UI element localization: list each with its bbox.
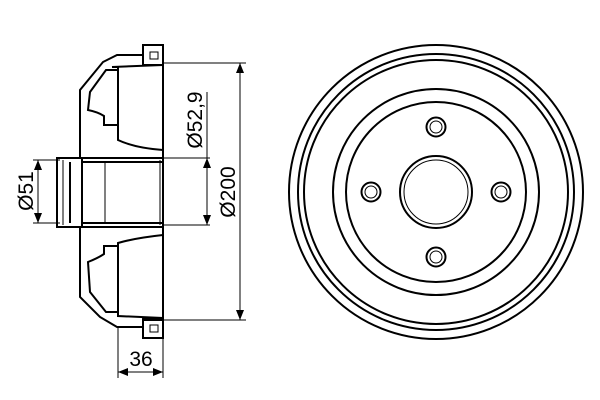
upper-section bbox=[79, 54, 164, 159]
dimension-label-ø51: Ø51 bbox=[15, 171, 38, 211]
hub-face-circle bbox=[345, 101, 527, 283]
front-view bbox=[288, 44, 584, 340]
rim-circle-3 bbox=[303, 59, 569, 325]
dimension-ø52-9: Ø52,9 bbox=[163, 91, 211, 226]
upper-flange bbox=[142, 44, 164, 66]
drum-face-circle bbox=[332, 88, 540, 296]
section-view bbox=[56, 44, 164, 339]
bolt-hole-icon bbox=[490, 181, 512, 203]
center-bore-inner bbox=[403, 159, 469, 225]
rim-circle-2 bbox=[297, 53, 575, 331]
lower-flange-slot bbox=[149, 324, 159, 333]
bolt-hole-icon bbox=[425, 116, 447, 138]
center-bore-outer bbox=[399, 155, 473, 229]
dimension-ø200: Ø200 bbox=[163, 62, 246, 321]
dimension-label-36: 36 bbox=[129, 348, 152, 371]
bolt-hole-icon bbox=[425, 246, 447, 268]
bolt-holes bbox=[360, 116, 512, 268]
dimension-ø51: Ø51 bbox=[15, 159, 60, 224]
bolt-hole-icon bbox=[360, 181, 382, 203]
lower-cavity bbox=[86, 245, 119, 313]
lower-section bbox=[79, 226, 164, 328]
lower-flange bbox=[142, 319, 164, 339]
dimension-label-ø200: Ø200 bbox=[217, 166, 240, 217]
hub-bore bbox=[81, 161, 164, 224]
outer-rim-circle bbox=[288, 44, 584, 340]
upper-cavity bbox=[86, 69, 119, 126]
upper-flange-slot bbox=[149, 51, 159, 60]
dimension-36: 36 bbox=[117, 327, 164, 378]
dimension-label-ø52-9: Ø52,9 bbox=[184, 91, 207, 148]
